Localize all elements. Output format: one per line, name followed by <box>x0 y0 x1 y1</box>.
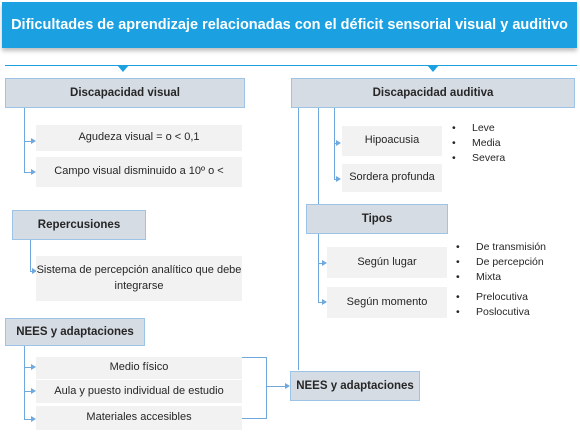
visual-nees-item: Medio físico <box>36 357 242 379</box>
list-item: Leve <box>452 121 505 136</box>
branch-line <box>5 65 577 66</box>
connector <box>242 418 266 419</box>
list-item: De percepción <box>456 255 546 270</box>
connector <box>24 108 25 172</box>
repercusiones-item: Sistema de percepción analítico que debe… <box>36 256 242 301</box>
connector <box>266 357 267 419</box>
repercusiones-header: Repercusiones <box>12 210 146 240</box>
connector <box>318 108 319 204</box>
list-item: Prelocutiva <box>456 290 530 305</box>
arrow-right-icon <box>31 169 36 175</box>
segun-momento-list: Prelocutiva Poslocutiva <box>456 290 530 320</box>
arrow-right-icon <box>31 388 36 394</box>
arrow-down-icon <box>117 65 129 72</box>
arrow-right-icon <box>31 138 36 144</box>
arrow-right-icon <box>322 299 327 305</box>
connector <box>318 234 319 302</box>
visual-item: Agudeza visual = o < 0,1 <box>36 125 242 151</box>
connector <box>242 357 266 358</box>
connector <box>24 141 32 142</box>
arrow-right-icon <box>31 364 36 370</box>
connector <box>24 419 32 420</box>
connector <box>30 240 31 271</box>
connector <box>24 391 32 392</box>
list-item: Mixta <box>456 270 546 285</box>
visual-item: Campo visual disminuido a 10º o < <box>36 157 242 187</box>
auditiva-header: Discapacidad auditiva <box>291 78 575 108</box>
arrow-right-icon <box>32 268 37 274</box>
segun-lugar-list: De transmisión De percepción Mixta <box>456 240 546 285</box>
visual-header: Discapacidad visual <box>5 78 245 108</box>
connector <box>318 263 323 264</box>
sordera-box: Sordera profunda <box>342 164 442 192</box>
list-item: Poslocutiva <box>456 305 530 320</box>
list-item: Severa <box>452 151 505 166</box>
auditiva-nees-header: NEES y adaptaciones <box>290 371 420 401</box>
arrow-right-icon <box>31 416 36 422</box>
visual-nees-header: NEES y adaptaciones <box>5 318 145 346</box>
arrow-down-icon <box>427 65 439 72</box>
segun-momento-box: Según momento <box>327 287 447 318</box>
arrow-right-icon <box>322 260 327 266</box>
connector <box>266 386 286 387</box>
list-item: Media <box>452 136 505 151</box>
visual-nees-item: Aula y puesto individual de estudio <box>36 380 242 403</box>
connector <box>318 302 323 303</box>
diagram-title: Dificultades de aprendizaje relacionadas… <box>2 2 577 48</box>
connector <box>24 346 25 419</box>
arrow-right-icon <box>285 383 290 389</box>
hipoacusia-list: Leve Media Severa <box>452 121 505 166</box>
connector <box>24 367 32 368</box>
list-item: De transmisión <box>456 240 546 255</box>
arrow-right-icon <box>336 176 341 182</box>
connector <box>24 172 32 173</box>
connector <box>334 108 335 180</box>
visual-nees-item: Materiales accesibles <box>36 406 242 430</box>
hipoacusia-box: Hipoacusia <box>342 126 442 156</box>
segun-lugar-box: Según lugar <box>327 247 447 278</box>
tipos-header: Tipos <box>306 204 448 234</box>
arrow-right-icon <box>336 140 341 146</box>
connector <box>298 108 299 370</box>
